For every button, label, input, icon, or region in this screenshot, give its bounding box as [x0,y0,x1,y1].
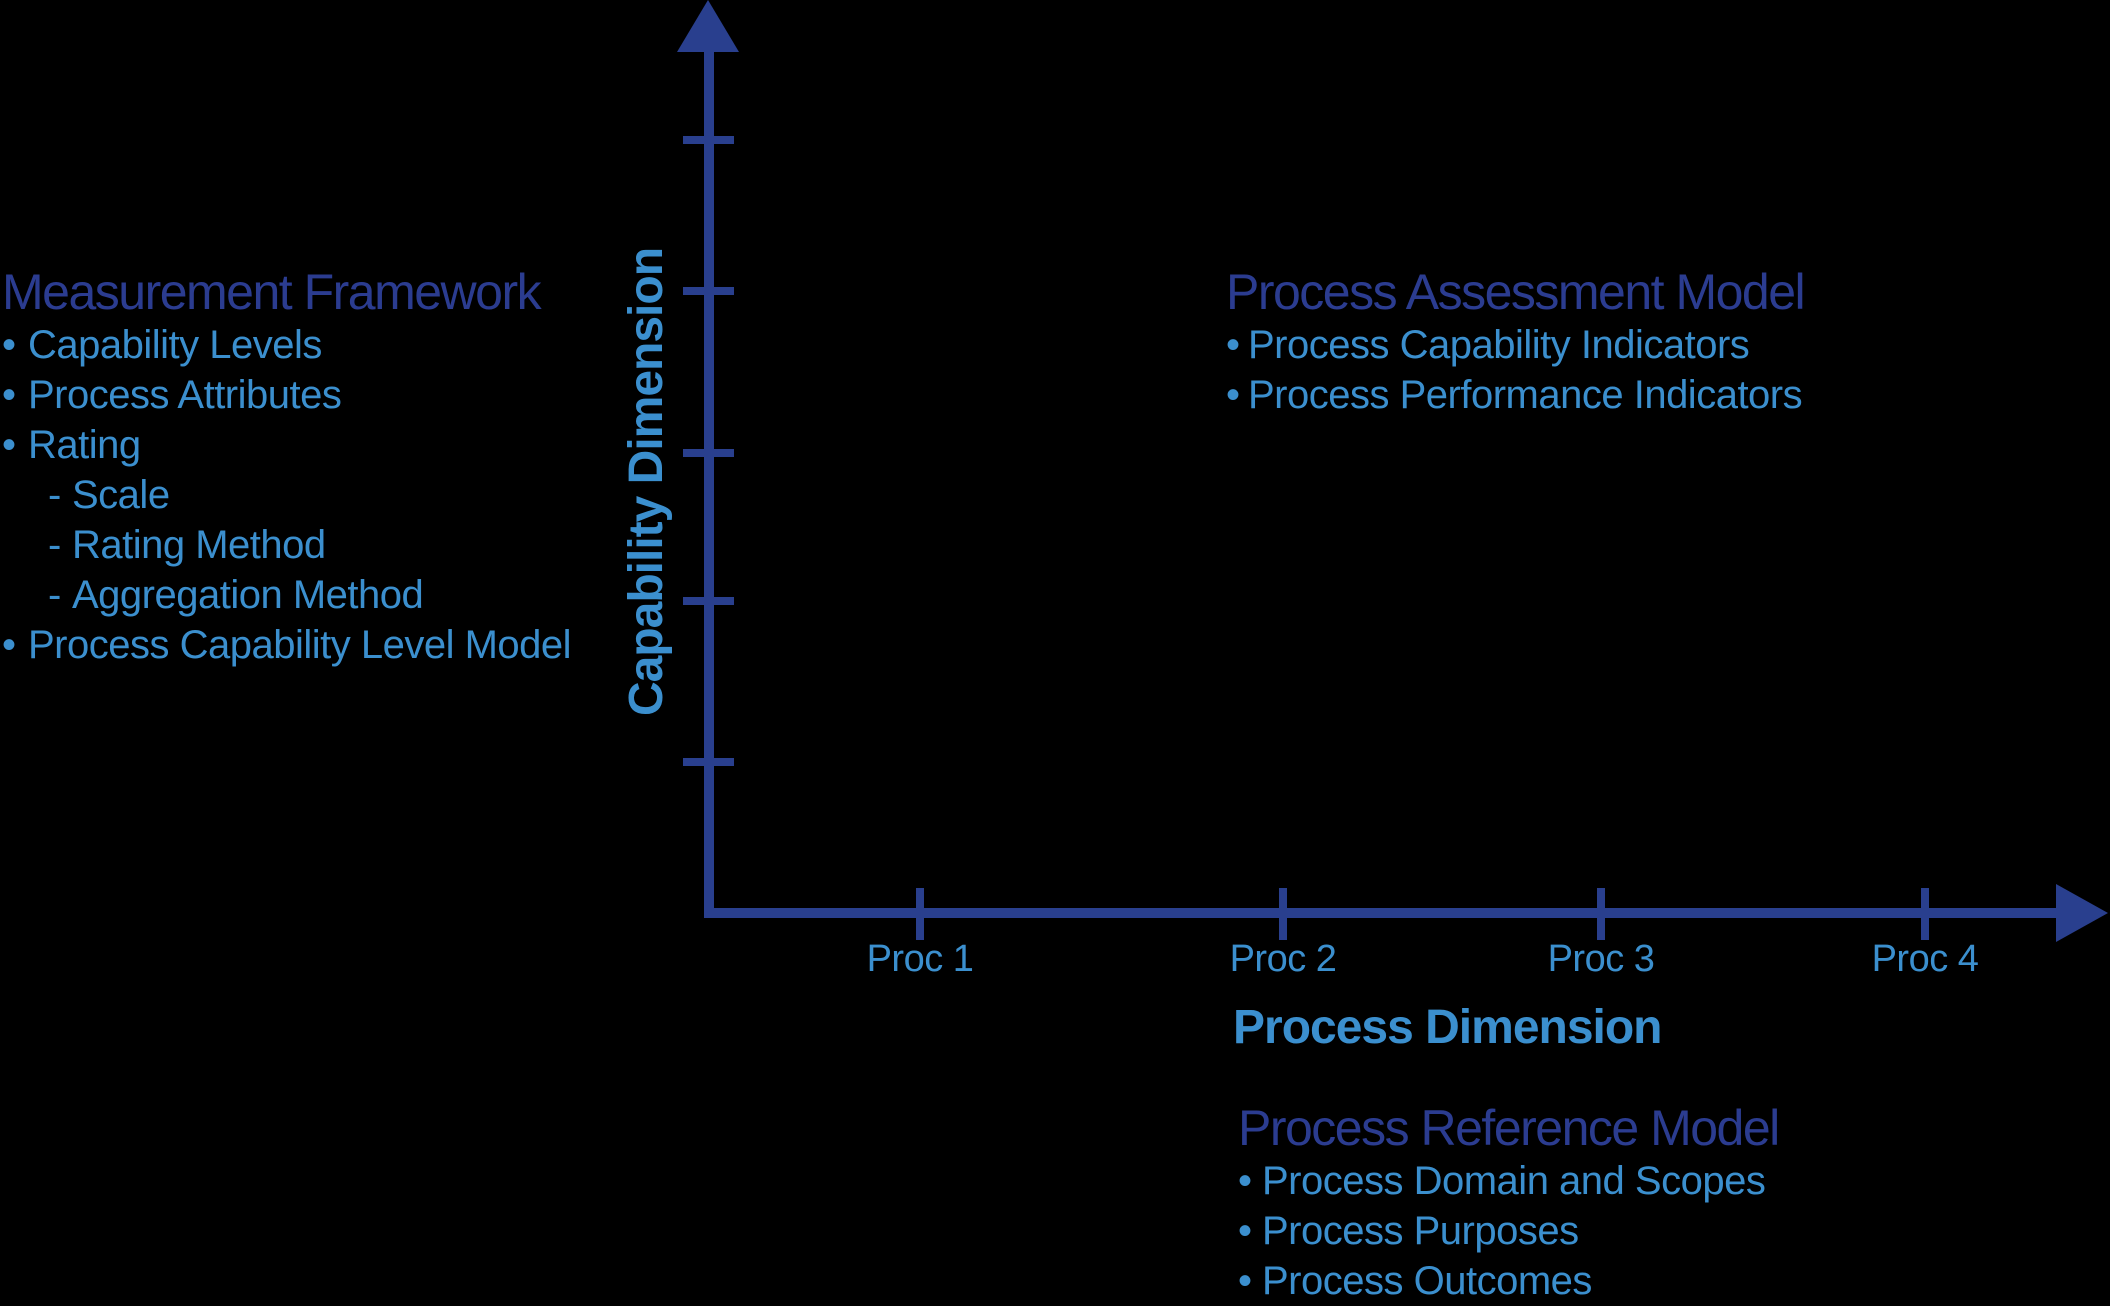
list-item: • Process Attributes [2,370,571,420]
process-reference-model-title: Process Reference Model [1238,1100,1780,1156]
dash-marker: - [48,573,61,617]
bullet-marker: • [2,623,16,667]
bullet-marker: • [1226,373,1240,417]
y-axis-arrowhead-icon [677,0,739,52]
x-tick-label-proc1: Proc 1 [866,938,974,980]
x-axis-line [704,908,2060,918]
x-tick-label-proc4: Proc 4 [1871,938,1979,980]
x-axis-tick-2 [1279,888,1287,940]
process-assessment-model-block: Process Assessment Model • Process Capab… [1226,264,1806,420]
list-item: • Capability Levels [2,320,571,370]
list-item-text: Process Domain and Scopes [1262,1159,1766,1203]
process-reference-model-block: Process Reference Model • Process Domain… [1238,1100,1780,1306]
list-item: • Process Performance Indicators [1226,370,1804,420]
list-subitem: - Aggregation Method [48,570,571,620]
y-axis-tick-5 [683,758,734,766]
list-item-text: Process Capability Indicators [1248,323,1750,367]
x-tick-label-proc3: Proc 3 [1547,938,1655,980]
list-item-text: Rating Method [72,523,326,567]
y-axis-tick-4 [683,597,734,605]
list-item-text: Process Capability Level Model [28,623,572,667]
bullet-marker: • [1238,1159,1252,1203]
bullet-marker: • [2,423,16,467]
list-item: • Process Purposes [1238,1206,1779,1256]
bullet-marker: • [1238,1209,1252,1253]
x-axis-tick-1 [916,888,924,940]
x-axis-tick-3 [1597,888,1605,940]
y-axis-tick-1 [683,136,734,144]
y-axis-title: Capability Dimension [620,247,673,717]
measurement-framework-title: Measurement Framework [2,264,542,320]
bullet-marker: • [1238,1259,1252,1303]
list-item: • Process Capability Indicators [1226,320,1804,370]
list-item: • Process Outcomes [1238,1256,1779,1306]
list-item-text: Process Attributes [28,373,342,417]
list-item-text: Rating [28,423,141,467]
x-axis-tick-4 [1921,888,1929,940]
x-axis-title: Process Dimension [1233,1001,1662,1054]
bullet-marker: • [2,373,16,417]
list-item: • Process Capability Level Model [2,620,572,670]
x-tick-label-proc2: Proc 2 [1229,938,1337,980]
dash-marker: - [48,473,61,517]
bullet-marker: • [2,323,16,367]
list-item: • Rating [2,420,571,470]
list-item-text: Capability Levels [28,323,322,367]
list-item-text: Process Purposes [1262,1209,1579,1253]
list-subitem: - Scale [48,470,571,520]
y-axis-tick-3 [683,449,734,457]
process-assessment-model-title: Process Assessment Model [1226,264,1806,320]
bullet-marker: • [1226,323,1240,367]
measurement-framework-block: Measurement Framework • Capability Level… [2,264,572,670]
list-item-text: Scale [72,473,170,517]
list-subitem: - Rating Method [48,520,571,570]
x-axis-arrowhead-icon [2056,884,2108,942]
list-item: • Process Domain and Scopes [1238,1156,1779,1206]
list-item-text: Aggregation Method [72,573,424,617]
list-item-text: Process Outcomes [1262,1259,1592,1303]
list-item-text: Process Performance Indicators [1248,373,1803,417]
dash-marker: - [48,523,61,567]
y-axis-line [704,46,714,918]
y-axis-tick-2 [683,287,734,295]
